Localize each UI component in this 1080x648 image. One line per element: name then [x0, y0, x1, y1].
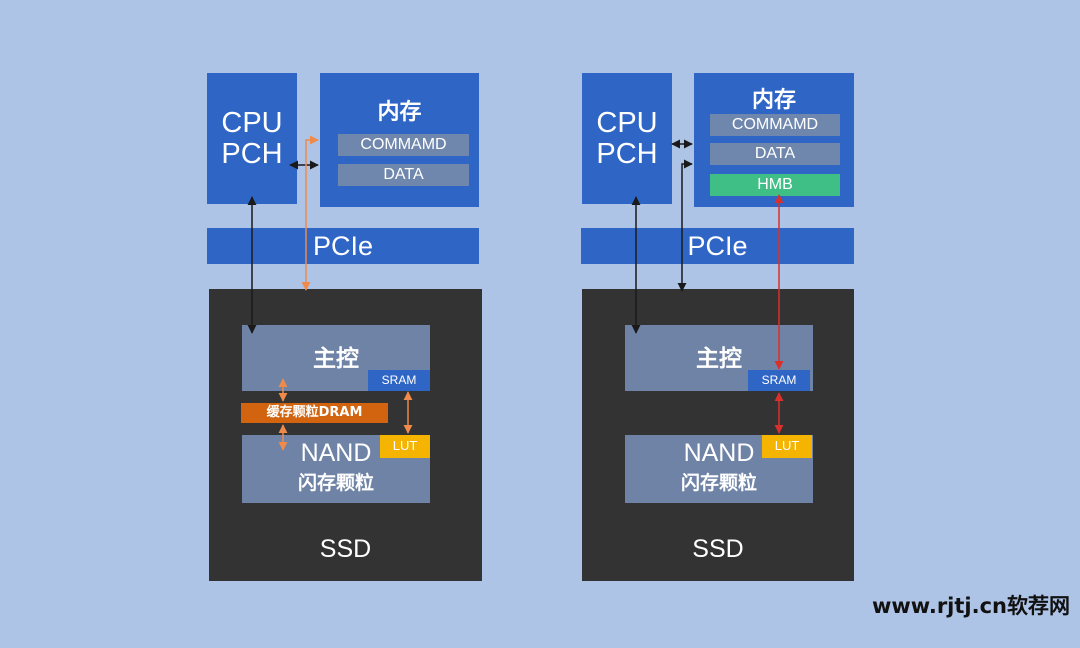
left-pcie-label: PCIe	[312, 230, 374, 261]
left-lut-block: LUT	[380, 435, 430, 458]
left-cpu-label: CPU	[221, 106, 283, 139]
right-nand-subtitle: 闪存颗粒	[680, 472, 757, 494]
right-memory-title: 内存	[751, 88, 796, 113]
left-controller-label: 主控	[313, 346, 359, 372]
left-dram-cache-chip: 缓存颗粒DRAM	[241, 403, 388, 423]
left-pcie-bus: PCIe	[207, 228, 479, 264]
right-pcie-label: PCIe	[687, 230, 748, 261]
right-pcie-bus: PCIe	[581, 228, 854, 264]
right-nand-chip: NAND 闪存颗粒	[625, 435, 813, 503]
right-controller-label: 主控	[696, 346, 742, 372]
right-sram-block: SRAM	[748, 370, 810, 391]
left-memory-slot-command: COMMAMD	[338, 134, 469, 156]
left-nand-title: NAND	[300, 439, 372, 467]
left-sram-block: SRAM	[368, 370, 430, 391]
left-ssd-label: SSD	[319, 535, 372, 563]
left-memory-block: 内存 COMMAMD DATA	[320, 73, 479, 207]
right-cpu-pch-block: CPU PCH	[582, 73, 672, 204]
right-lut-block: LUT	[762, 435, 812, 458]
left-memory-slot-data: DATA	[338, 164, 469, 186]
right-memory-slot-data: DATA	[710, 143, 840, 165]
left-nand-subtitle: 闪存颗粒	[297, 472, 374, 494]
left-pch-label: PCH	[221, 137, 283, 170]
left-memory-ssd-arrow	[301, 135, 319, 291]
left-cpu-pch-block: CPU PCH	[207, 73, 297, 204]
right-nand-title: NAND	[683, 439, 755, 467]
right-cpu-label: CPU	[596, 106, 658, 139]
right-memory-block: 内存 COMMAMD DATA HMB	[694, 73, 854, 207]
right-memory-slot-hmb: HMB	[710, 174, 840, 196]
right-ssd-label: SSD	[692, 535, 744, 563]
right-memory-slot-command: COMMAMD	[710, 114, 840, 136]
right-pch-label: PCH	[596, 137, 658, 170]
left-memory-title: 内存	[377, 100, 422, 125]
watermark-text: www.rjtj.cn软荐网	[871, 594, 1070, 618]
